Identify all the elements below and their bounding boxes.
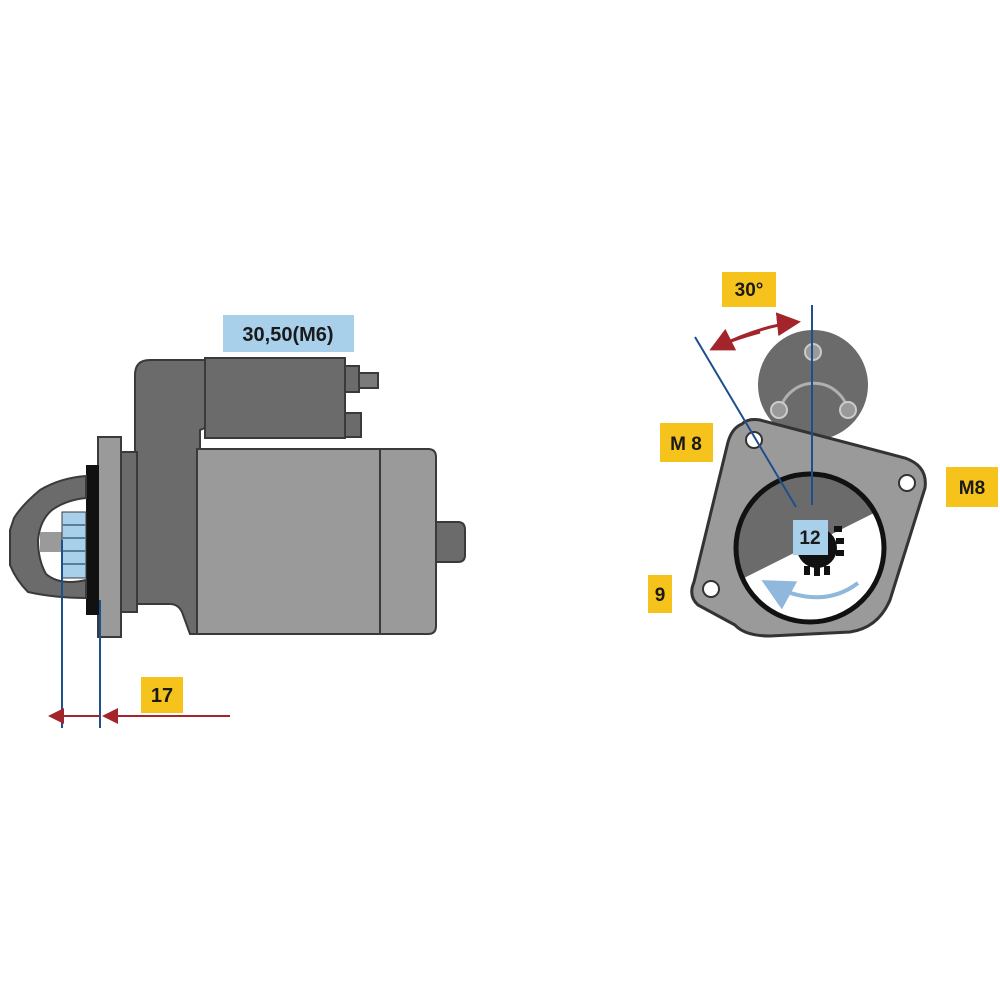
terminal-label: 30,50(M6) [223, 315, 354, 352]
bolt-label-right: M8 [946, 467, 998, 507]
drive-nose-housing [9, 474, 87, 600]
rear-bearing-stub [435, 521, 466, 563]
flange-offset-label: 17 [141, 677, 183, 713]
solenoid-bracket [134, 359, 206, 635]
motor-body [196, 448, 437, 635]
angle-label: 30° [722, 272, 776, 307]
solenoid [204, 357, 346, 439]
pinion-gear [61, 511, 87, 579]
drive-end-neck [120, 451, 138, 613]
bolt-label-right-text: M8 [959, 478, 985, 499]
terminal-stud [358, 372, 379, 389]
bolt-label-bottom-text: 9 [655, 585, 666, 606]
bolt-label-left-text: M 8 [670, 434, 702, 455]
drive-shaft [40, 532, 64, 552]
bolt-label-bottom: 9 [648, 575, 672, 613]
angled-axis-line [694, 336, 797, 508]
teeth-count-label: 12 [793, 520, 828, 555]
bolt-hole-bottom [702, 580, 720, 598]
front-view: 12 30° M 8 M8 9 [648, 272, 998, 638]
mounting-flange [97, 436, 122, 638]
terminal-label-text: 30,50(M6) [242, 324, 333, 346]
angle-arc-arrow-start [709, 328, 761, 351]
rotation-direction-arrow [761, 580, 860, 610]
flange-gasket [86, 465, 99, 615]
teeth-count-text: 12 [799, 528, 820, 549]
flange-offset-text: 17 [151, 685, 173, 707]
terminal-stub-upper [344, 365, 360, 393]
side-view: 30,50(M6) 17 [9, 315, 466, 728]
terminal-stub-lower [344, 412, 362, 438]
bolt-label-left: M 8 [660, 423, 713, 462]
angle-label-text: 30° [735, 280, 764, 301]
bolt-hole-right [898, 474, 916, 492]
